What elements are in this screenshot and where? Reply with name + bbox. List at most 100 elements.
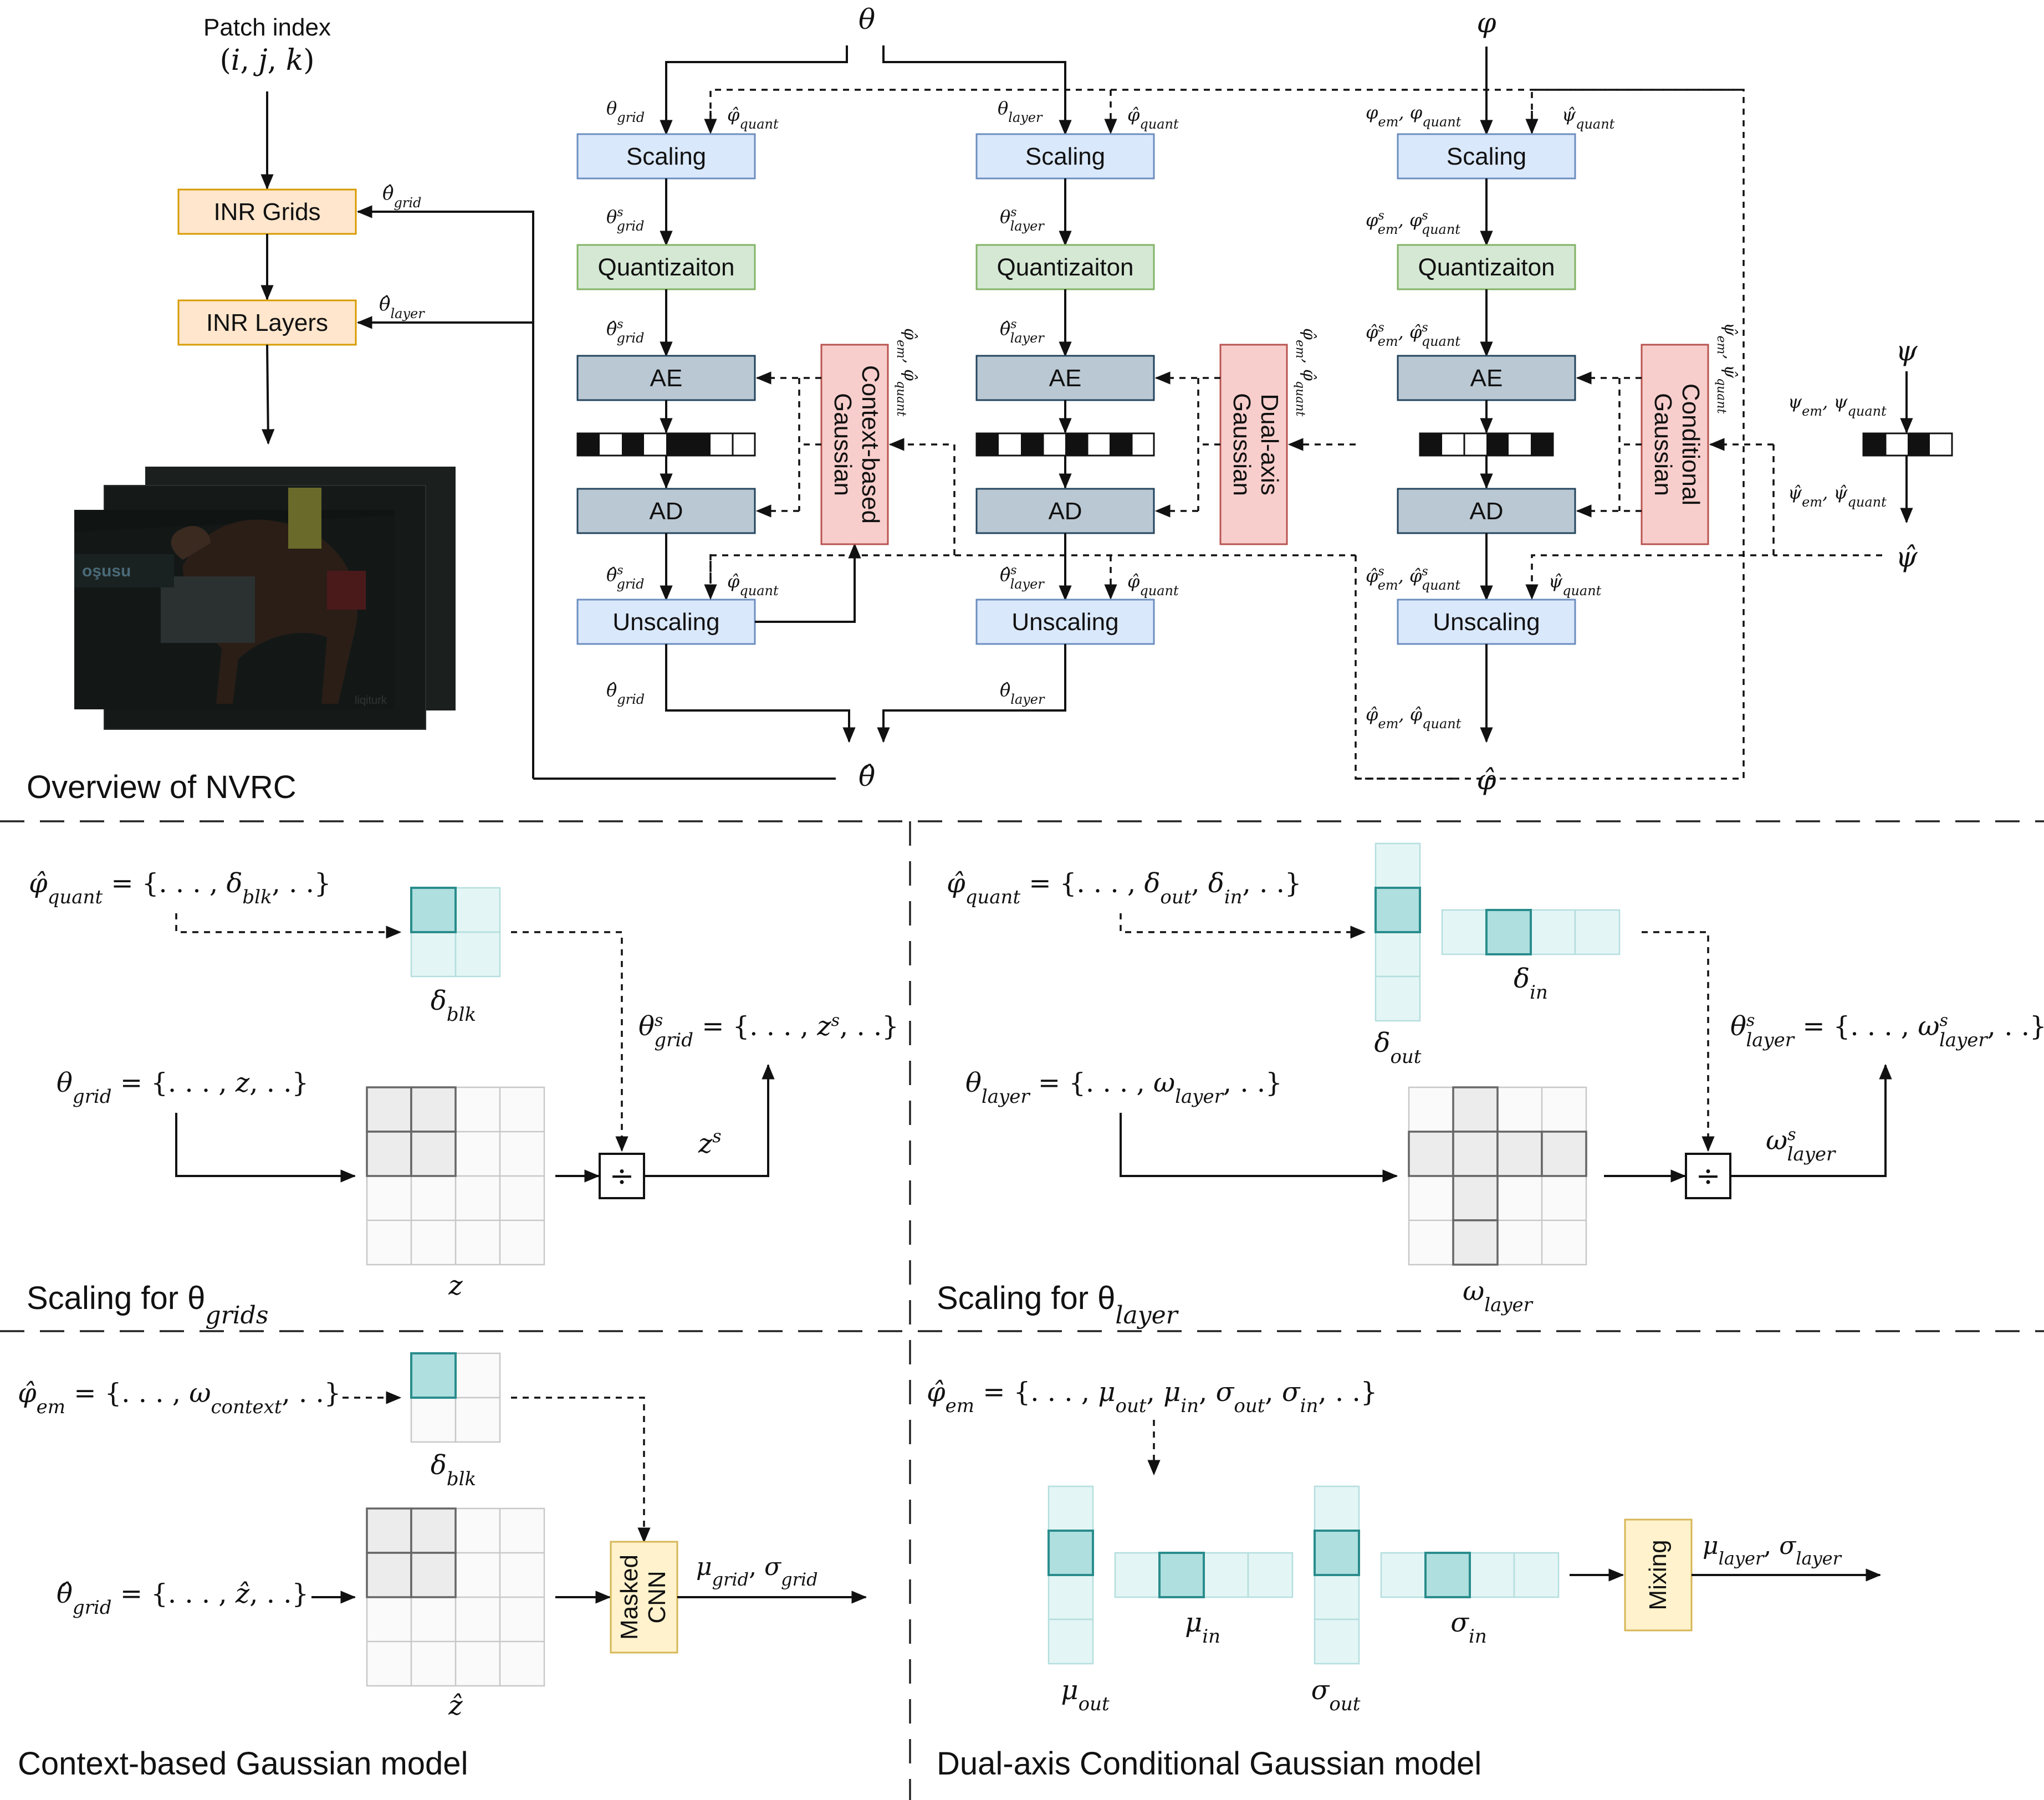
unscaling-box-grid: Unscaling	[576, 599, 756, 645]
ae-box-grid: AE	[576, 355, 756, 401]
conditional-gaussian-line2: Gaussian	[1649, 393, 1677, 496]
ad-box-phi: AD	[1397, 488, 1576, 534]
context-output-label: μgrid, σgrid	[696, 1553, 818, 1590]
mu-in-label: μin	[1185, 1607, 1220, 1648]
svg-text:oşusu: oşusu	[82, 562, 131, 580]
divide-box-grid: ÷	[599, 1153, 645, 1199]
svg-text:ψ̂em, ψ̂quant: ψ̂em, ψ̂quant	[1715, 323, 1740, 414]
inr-grids-label: INR Grids	[213, 198, 320, 226]
inr-layers-label: INR Layers	[206, 309, 328, 336]
inr-layers-box: INR Layers	[177, 299, 357, 346]
svg-text:θ̂layer: θ̂layer	[1000, 679, 1045, 707]
scaling-label: Scaling	[1025, 143, 1105, 170]
svg-text:φ̂quant: φ̂quant	[727, 104, 779, 132]
quantization-box-layer: Quantizaiton	[975, 244, 1155, 290]
mu-out-label: μout	[1061, 1675, 1110, 1715]
context-model-panel: φ̂em = {. . . , ωcontext, . .} δblk θ̂gr…	[18, 1352, 867, 1782]
theta-hat-output: θ̂	[859, 760, 875, 792]
ad-box-layer: AD	[975, 488, 1155, 534]
phi-quant-expr-layer: φ̂quant = {. . . , δout, δin, . .}	[947, 868, 1301, 908]
delta-blk-label-context: δblk	[431, 1450, 476, 1490]
ae-label: AE	[1470, 365, 1503, 392]
theta-input-label: θ	[859, 3, 875, 35]
ad-box-grid: AD	[576, 488, 756, 534]
omega-layer-label: ωlayer	[1463, 1276, 1534, 1316]
unscaling-label: Unscaling	[612, 608, 719, 636]
z-label: z	[448, 1270, 463, 1301]
phi-input-label: φ	[1476, 7, 1496, 39]
dual-model-title: Dual-axis Conditional Gaussian model	[937, 1746, 1481, 1782]
svg-text:φ̂quant: φ̂quant	[1127, 571, 1179, 599]
dual-model-panel: φ̂em = {. . . , μout, μin, σout, σin, . …	[927, 1377, 1882, 1782]
delta-out-label: δout	[1374, 1027, 1422, 1068]
zhat-grid	[366, 1507, 545, 1687]
masked-cnn-box: Masked CNN	[610, 1541, 678, 1654]
patch-index-label: Patch index	[203, 14, 331, 41]
scaling-layer-title: Scaling for θlayer	[937, 1280, 1179, 1329]
scaling-box-phi: Scaling	[1397, 133, 1576, 180]
quantization-label: Quantizaiton	[1418, 254, 1555, 281]
unscaling-label: Unscaling	[1433, 608, 1540, 636]
unscaling-box-layer: Unscaling	[975, 599, 1155, 645]
svg-text:liqiturk: liqiturk	[355, 694, 387, 707]
context-gaussian-box: Context-based Gaussian	[820, 344, 889, 545]
theta-grid-expr: θgrid = {. . . , z, . .}	[57, 1067, 309, 1108]
divide-symbol: ÷	[609, 1158, 634, 1193]
quantization-box-grid: Quantizaiton	[576, 244, 756, 290]
ae-box-layer: AE	[975, 355, 1155, 401]
dual-axis-gaussian-box: Dual-axis Gaussian	[1219, 344, 1288, 545]
scaling-layer-panel: φ̂quant = {. . . , δout, δin, . .} δout …	[937, 842, 2044, 1329]
dual-gaussian-line2: Gaussian	[1228, 393, 1255, 496]
phi-em-expr-dual: φ̂em = {. . . , μout, μin, σout, σin, . …	[927, 1377, 1377, 1417]
scaling-label: Scaling	[1447, 143, 1526, 170]
ae-label: AE	[1049, 365, 1082, 392]
svg-text:θlayer: θlayer	[998, 98, 1043, 125]
svg-text:θgrid: θgrid	[606, 98, 645, 125]
patch-index-expr: (i, j, k)	[220, 44, 315, 77]
svg-text:φ̂em, φ̂quant: φ̂em, φ̂quant	[1366, 704, 1462, 732]
psi-hat-output: ψ̂	[1895, 541, 1918, 573]
scaling-box-layer: Scaling	[975, 133, 1155, 180]
svg-text:ψem, ψquant: ψem, ψquant	[1788, 391, 1887, 419]
svg-text:θ̂grid: θ̂grid	[606, 679, 645, 707]
svg-text:φ̂em, φ̂quant: φ̂em, φ̂quant	[895, 328, 920, 417]
scaling-grids-panel: φ̂quant = {. . . , δblk, . .} δblk θgrid…	[27, 868, 899, 1329]
bitstream-grid	[576, 432, 756, 457]
divide-box-layer: ÷	[1685, 1153, 1731, 1199]
delta-blk-label: δblk	[431, 985, 476, 1026]
context-model-title: Context-based Gaussian model	[18, 1746, 468, 1782]
phi-hat-output: φ̂	[1476, 764, 1496, 796]
scaling-grids-title: Scaling for θgrids	[27, 1280, 268, 1329]
omega-grid	[1408, 1086, 1587, 1266]
unscaling-label: Unscaling	[1011, 608, 1118, 636]
bitstream-phi	[1419, 432, 1554, 457]
mixing-label: Mixing	[1644, 1540, 1672, 1610]
svg-text:ψ̂quant: ψ̂quant	[1562, 104, 1615, 132]
psi-input-label: ψ	[1895, 335, 1918, 367]
ae-box-phi: AE	[1397, 355, 1576, 401]
conditional-gaussian-line1: Conditional	[1677, 383, 1704, 505]
svg-text:ψ̂quant: ψ̂quant	[1549, 571, 1602, 599]
z-grid	[366, 1086, 545, 1266]
svg-text:φ̂quant: φ̂quant	[727, 571, 779, 599]
mixing-box: Mixing	[1624, 1518, 1693, 1632]
scaling-box-grid: Scaling	[576, 133, 756, 180]
conditional-gaussian-box: Conditional Gaussian	[1641, 344, 1709, 545]
context-gaussian-line1: Context-based	[857, 365, 884, 524]
sigma-out-label: σout	[1311, 1675, 1361, 1715]
theta-hat-grid-expr: θ̂grid = {. . . , ẑ, . .}	[57, 1578, 309, 1619]
quantization-box-phi: Quantizaiton	[1397, 244, 1576, 290]
dual-output-label: μlayer, σlayer	[1703, 1532, 1842, 1569]
bitstream-layer	[975, 432, 1155, 457]
ad-label: AD	[649, 498, 683, 525]
